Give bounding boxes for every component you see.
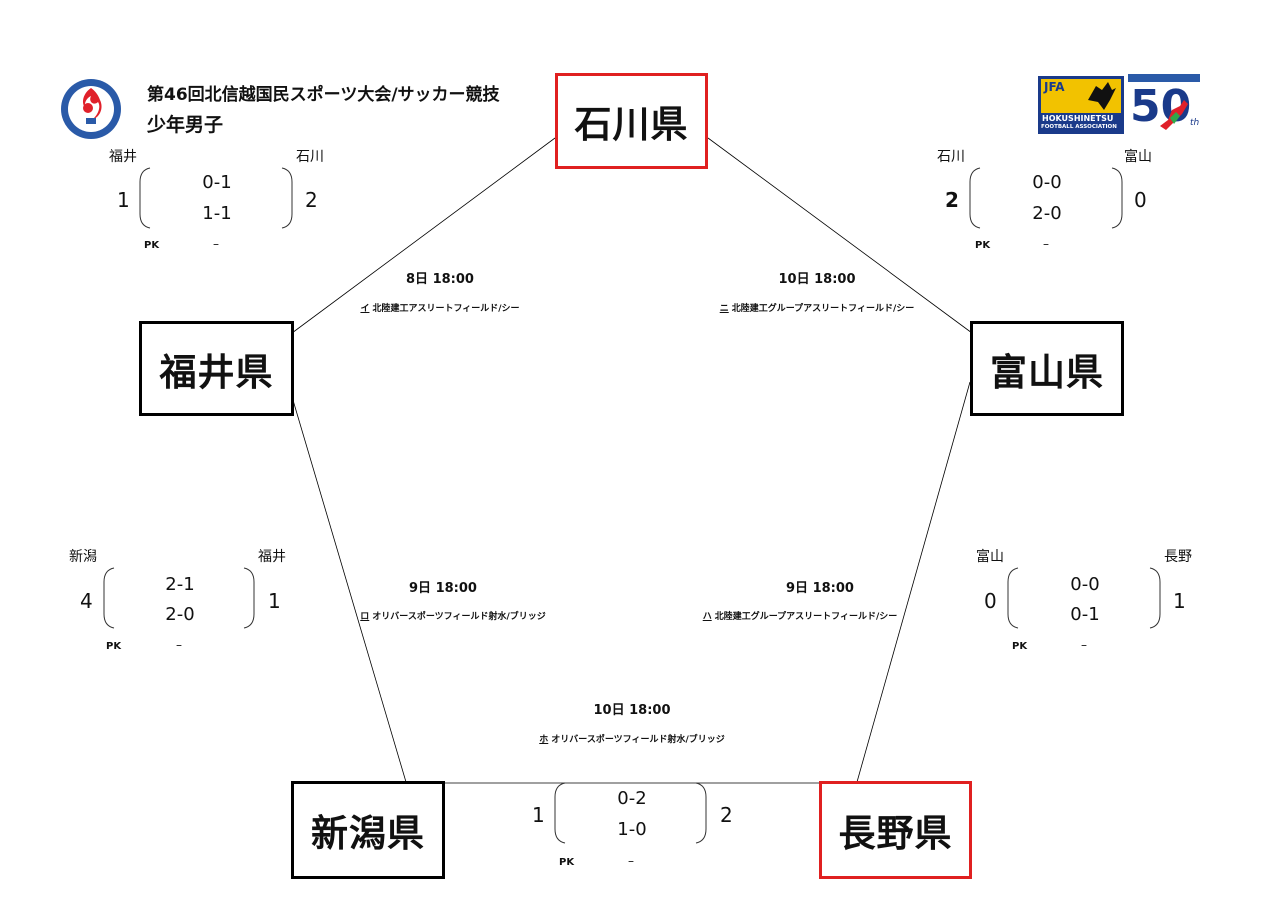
team-niigata: 新潟県 — [291, 781, 445, 879]
team-fukui: 福井県 — [139, 321, 294, 416]
venue-mark: イ — [360, 304, 370, 314]
home-score: 1 — [117, 188, 130, 212]
event-category: 少年男子 — [147, 114, 224, 136]
second-half-score: 2-0 — [1032, 203, 1062, 224]
event-title: 第46回北信越国民スポーツ大会/サッカー競技 — [147, 85, 500, 105]
team-ishikawa: 石川県 — [555, 73, 708, 169]
venue-name: オリバースポーツフィールド射水/ブリッジ — [551, 735, 725, 745]
flame-emblem-icon — [61, 79, 121, 139]
pk-label: PK — [559, 857, 575, 868]
jfa-text: JFA — [1044, 80, 1065, 94]
home-team-name: 石川 — [937, 149, 965, 165]
crow-icon — [1088, 82, 1116, 110]
left-bracket-icon — [139, 167, 151, 229]
match-date: 9日 18:00 — [409, 581, 477, 596]
match-venue: イ北陸建工アスリートフィールド/シー — [340, 301, 540, 314]
pk-label: PK — [975, 240, 991, 251]
home-team-name: 福井 — [109, 149, 137, 165]
venue-name: オリバースポーツフィールド射水/ブリッジ — [372, 612, 546, 622]
away-score: 1 — [1173, 589, 1186, 613]
away-team-name: 福井 — [258, 549, 286, 565]
match-venue: ホオリバースポーツフィールド射水/ブリッジ — [522, 732, 742, 745]
first-half-score: 0-0 — [1032, 172, 1062, 193]
jfa-org2: FOOTBALL ASSOCIATION — [1041, 124, 1117, 130]
jfa-org: HOKUSHINETSU — [1042, 114, 1114, 123]
anniversary-logo: 50 th — [1128, 74, 1204, 136]
match-date: 9日 18:00 — [786, 581, 854, 596]
away-team-name: 長野 — [1164, 549, 1192, 565]
pk-value: – — [213, 237, 219, 251]
left-bracket-icon — [554, 782, 566, 844]
first-half-score: 0-1 — [202, 172, 232, 193]
second-half-score: 2-0 — [165, 604, 195, 625]
jfa-logo: JFA HOKUSHINETSU FOOTBALL ASSOCIATION — [1038, 76, 1124, 134]
match-date: 8日 18:00 — [406, 272, 474, 287]
venue-name: 北陸建工グループアスリートフィールド/シー — [714, 612, 898, 622]
venue-mark: ハ — [702, 612, 712, 622]
home-team-name: 新潟 — [69, 549, 97, 565]
left-bracket-icon — [1007, 567, 1019, 629]
venue-name: 北陸建工グループアスリートフィールド/シー — [731, 304, 915, 314]
away-score: 2 — [305, 188, 318, 212]
second-half-score: 1-1 — [202, 203, 232, 224]
right-bracket-icon — [1111, 167, 1123, 229]
match-date: 10日 18:00 — [593, 703, 671, 718]
anniversary-suffix: th — [1190, 118, 1200, 128]
pk-value: – — [1081, 638, 1087, 652]
away-team-name: 石川 — [296, 149, 324, 165]
emblem-logo — [58, 76, 124, 142]
away-score: 0 — [1134, 188, 1147, 212]
second-half-score: 1-0 — [617, 819, 647, 840]
home-score: 2 — [945, 188, 959, 212]
first-half-score: 0-2 — [617, 788, 647, 809]
team-toyama: 富山県 — [970, 321, 1124, 416]
first-half-score: 2-1 — [165, 574, 195, 595]
pk-value: – — [176, 638, 182, 652]
away-team-name: 富山 — [1124, 149, 1152, 165]
pk-label: PK — [144, 240, 160, 251]
venue-mark: ニ — [719, 304, 729, 314]
away-score: 2 — [720, 803, 733, 827]
pk-label: PK — [106, 641, 122, 652]
first-half-score: 0-0 — [1070, 574, 1100, 595]
match-venue: ロオリバースポーツフィールド射水/ブリッジ — [343, 609, 563, 622]
right-bracket-icon — [243, 567, 255, 629]
venue-mark: ロ — [360, 612, 370, 622]
right-bracket-icon — [281, 167, 293, 229]
right-bracket-icon — [1149, 567, 1161, 629]
match-date: 10日 18:00 — [778, 272, 856, 287]
home-score: 1 — [532, 803, 545, 827]
second-half-score: 0-1 — [1070, 604, 1100, 625]
pk-value: – — [1043, 237, 1049, 251]
left-bracket-icon — [969, 167, 981, 229]
venue-name: 北陸建工アスリートフィールド/シー — [372, 304, 520, 314]
region-map-icon — [1160, 100, 1188, 130]
match-venue: ニ北陸建工グループアスリートフィールド/シー — [697, 301, 937, 314]
away-score: 1 — [268, 589, 281, 613]
right-bracket-icon — [695, 782, 707, 844]
team-nagano: 長野県 — [819, 781, 972, 879]
pk-value: – — [628, 854, 634, 868]
venue-mark: ホ — [539, 735, 549, 745]
home-team-name: 富山 — [976, 549, 1004, 565]
match-venue: ハ北陸建工グループアスリートフィールド/シー — [680, 609, 920, 622]
home-score: 4 — [80, 589, 93, 613]
left-bracket-icon — [103, 567, 115, 629]
pk-label: PK — [1012, 641, 1028, 652]
home-score: 0 — [984, 589, 997, 613]
